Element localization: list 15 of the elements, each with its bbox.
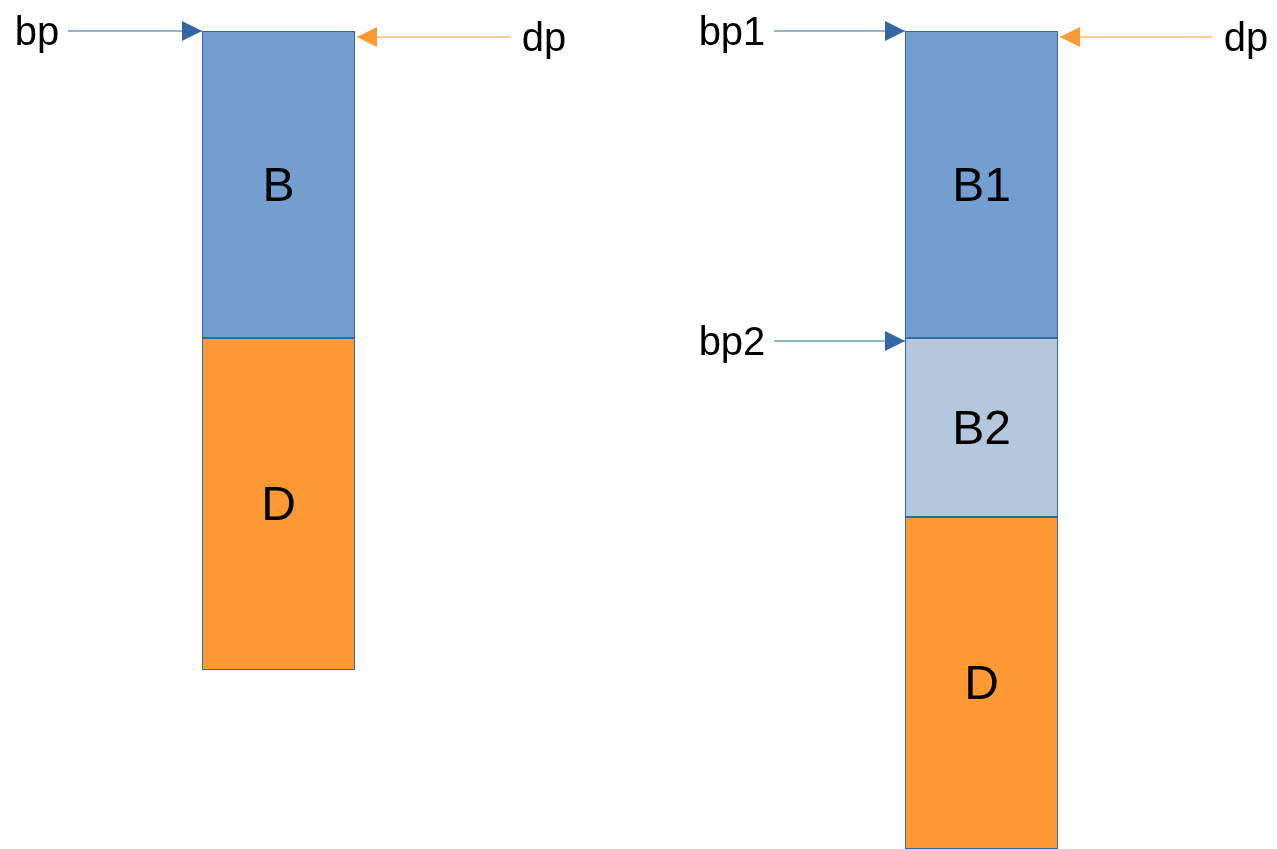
- arrow: [1059, 27, 1213, 47]
- block-segment: B2: [905, 338, 1058, 517]
- block-segment: D: [905, 517, 1058, 849]
- pointer-label: bp2: [692, 319, 772, 363]
- block-segment: D: [202, 338, 355, 670]
- block-segment: B: [202, 31, 355, 338]
- pointer-label: dp: [514, 15, 574, 59]
- arrow: [773, 331, 906, 351]
- pointer-label: bp1: [692, 9, 772, 53]
- pointer-label: bp: [8, 9, 66, 53]
- arrow: [773, 21, 906, 41]
- arrow: [356, 27, 511, 47]
- pointer-label: dp: [1216, 15, 1276, 59]
- block-segment: B1: [905, 31, 1058, 338]
- arrow: [67, 21, 203, 41]
